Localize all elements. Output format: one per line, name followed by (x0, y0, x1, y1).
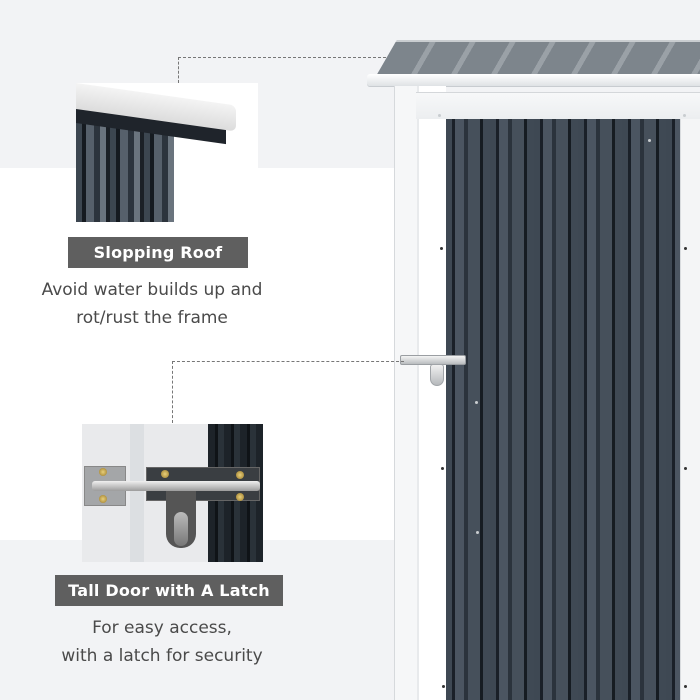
connector-latch-vertical (172, 361, 173, 423)
feature-title-roof: Slopping Roof (68, 237, 248, 268)
rivet (475, 401, 478, 404)
screw-icon (99, 468, 107, 476)
latch-thumb-handle (174, 512, 188, 546)
connector-roof-horizontal (178, 57, 386, 58)
rivet (684, 467, 687, 470)
feature-description-roof: Avoid water builds up and rot/rust the f… (20, 276, 284, 332)
description-line: with a latch for security (61, 646, 263, 666)
screw-icon (236, 493, 244, 501)
rivet (441, 467, 444, 470)
shed-frame-right-post (680, 119, 700, 700)
shed-roof-eave (367, 74, 700, 86)
latch-thumb-frame (130, 424, 144, 562)
connector-latch-horizontal (172, 361, 404, 362)
shed-latch-handle (430, 364, 444, 386)
rivet (684, 247, 687, 250)
connector-roof-vertical (178, 57, 179, 83)
rivet (476, 531, 479, 534)
latch-thumb-bolt (92, 481, 260, 491)
rivet (438, 114, 441, 117)
feature-description-door: For easy access, with a latch for securi… (30, 614, 294, 670)
shed-door-panel (446, 119, 680, 700)
description-line: Avoid water builds up and (41, 280, 263, 300)
shed-frame-left-post (394, 86, 446, 700)
rivet (442, 685, 445, 688)
description-line: For easy access, (92, 618, 232, 638)
description-line: rot/rust the frame (76, 308, 228, 328)
shed-frame-header (416, 92, 700, 119)
feature-title-door: Tall Door with A Latch (55, 575, 283, 606)
rivet (684, 685, 687, 688)
latch-closeup-thumbnail (82, 424, 263, 562)
roof-closeup-thumbnail (76, 83, 258, 222)
rivet (440, 247, 443, 250)
rivet (648, 139, 651, 142)
shed-roof (376, 40, 700, 76)
screw-icon (236, 471, 244, 479)
rivet (683, 114, 686, 117)
screw-icon (99, 495, 107, 503)
screw-icon (161, 470, 169, 478)
